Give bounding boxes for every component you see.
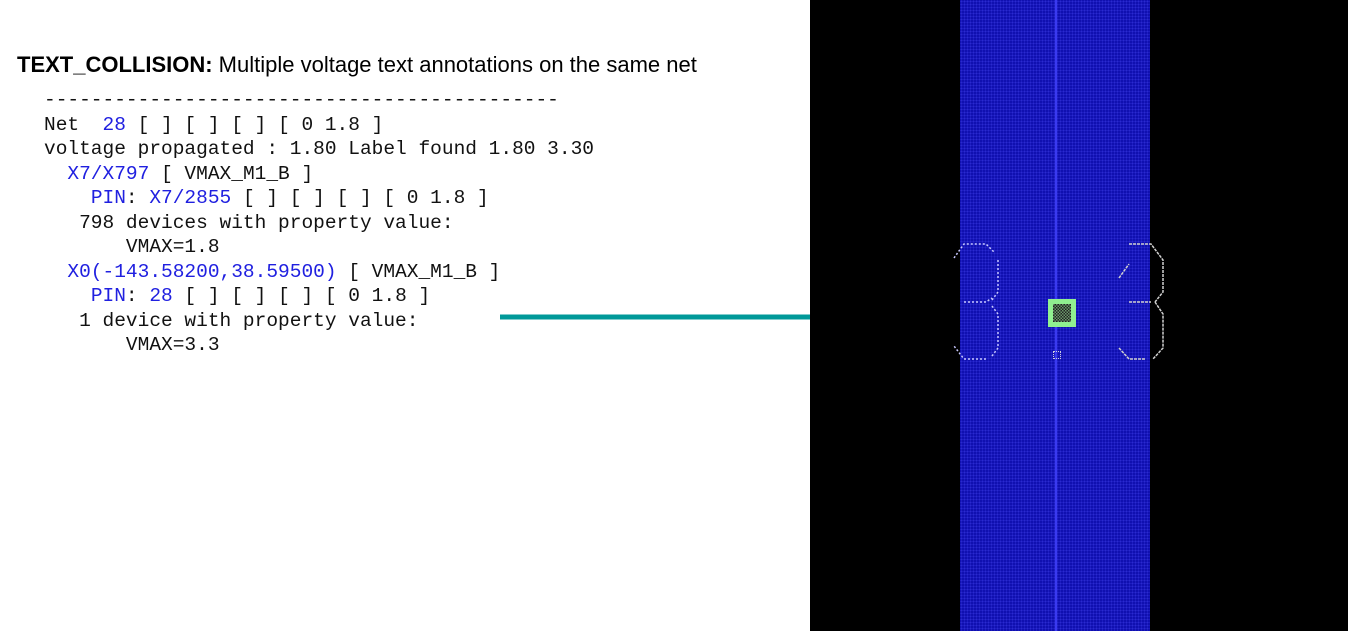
vmax-line: VMAX=3.3 [44,333,594,358]
separator: ----------------------------------------… [44,89,559,111]
layout-view[interactable] [810,0,1348,631]
text-label-3-right [1118,243,1164,360]
via-marker[interactable] [1048,299,1076,327]
pin-link[interactable]: X7/2855 [149,187,232,209]
pin-line: PIN: 28 [ ] [ ] [ ] [ 0 1.8 ] [44,284,594,309]
instance-link[interactable]: X0(-143.58200,38.59500) [67,260,337,283]
devices-text: 1 device with property value: [79,309,419,332]
instance-prop: [ VMAX_M1_B ] [149,162,314,185]
pin-label: PIN [90,285,126,307]
devices-text: 798 devices with property value: [79,211,454,234]
propagated-line: voltage propagated : 1.80 Label found 1.… [44,138,594,160]
text-label-3-left [953,243,999,360]
instance-link[interactable]: X7/X797 [67,162,150,185]
origin-marker [1053,351,1061,359]
instance-line: X7/X797 [ VMAX_M1_B ] [44,162,594,187]
pin-line: PIN: X7/2855 [ ] [ ] [ ] [ 0 1.8 ] [44,186,594,211]
instance-line: X0(-143.58200,38.59500) [ VMAX_M1_B ] [44,260,594,285]
title-text: Multiple voltage text annotations on the… [212,52,697,77]
devices-line: 798 devices with property value: [44,211,594,236]
net-label: Net [44,113,103,136]
vmax-line: VMAX=1.8 [44,235,594,260]
pin-link[interactable]: 28 [149,285,173,307]
pin-colon: : [125,187,150,209]
vmax-value: VMAX=3.3 [125,334,220,356]
devices-line: 1 device with property value: [44,309,594,334]
vmax-value: VMAX=1.8 [125,236,220,258]
text-panel: TEXT_COLLISION: Multiple voltage text an… [17,52,941,358]
net-values: [ ] [ ] [ ] [ 0 1.8 ] [125,113,384,136]
instance-prop: [ VMAX_M1_B ] [336,260,501,283]
drc-log: ----------------------------------------… [44,88,594,358]
via-fill [1053,304,1071,322]
pin-values: [ ] [ ] [ ] [ 0 1.8 ] [231,187,489,209]
net-line: Net 28 [ ] [ ] [ ] [ 0 1.8 ] [44,113,594,138]
net-id-link[interactable]: 28 [102,113,126,136]
pin-label: PIN [90,187,126,209]
title-label: TEXT_COLLISION: [17,52,213,77]
pin-colon: : [125,285,150,307]
pin-values: [ ] [ ] [ ] [ 0 1.8 ] [172,285,431,307]
page-title: TEXT_COLLISION: Multiple voltage text an… [17,52,697,78]
